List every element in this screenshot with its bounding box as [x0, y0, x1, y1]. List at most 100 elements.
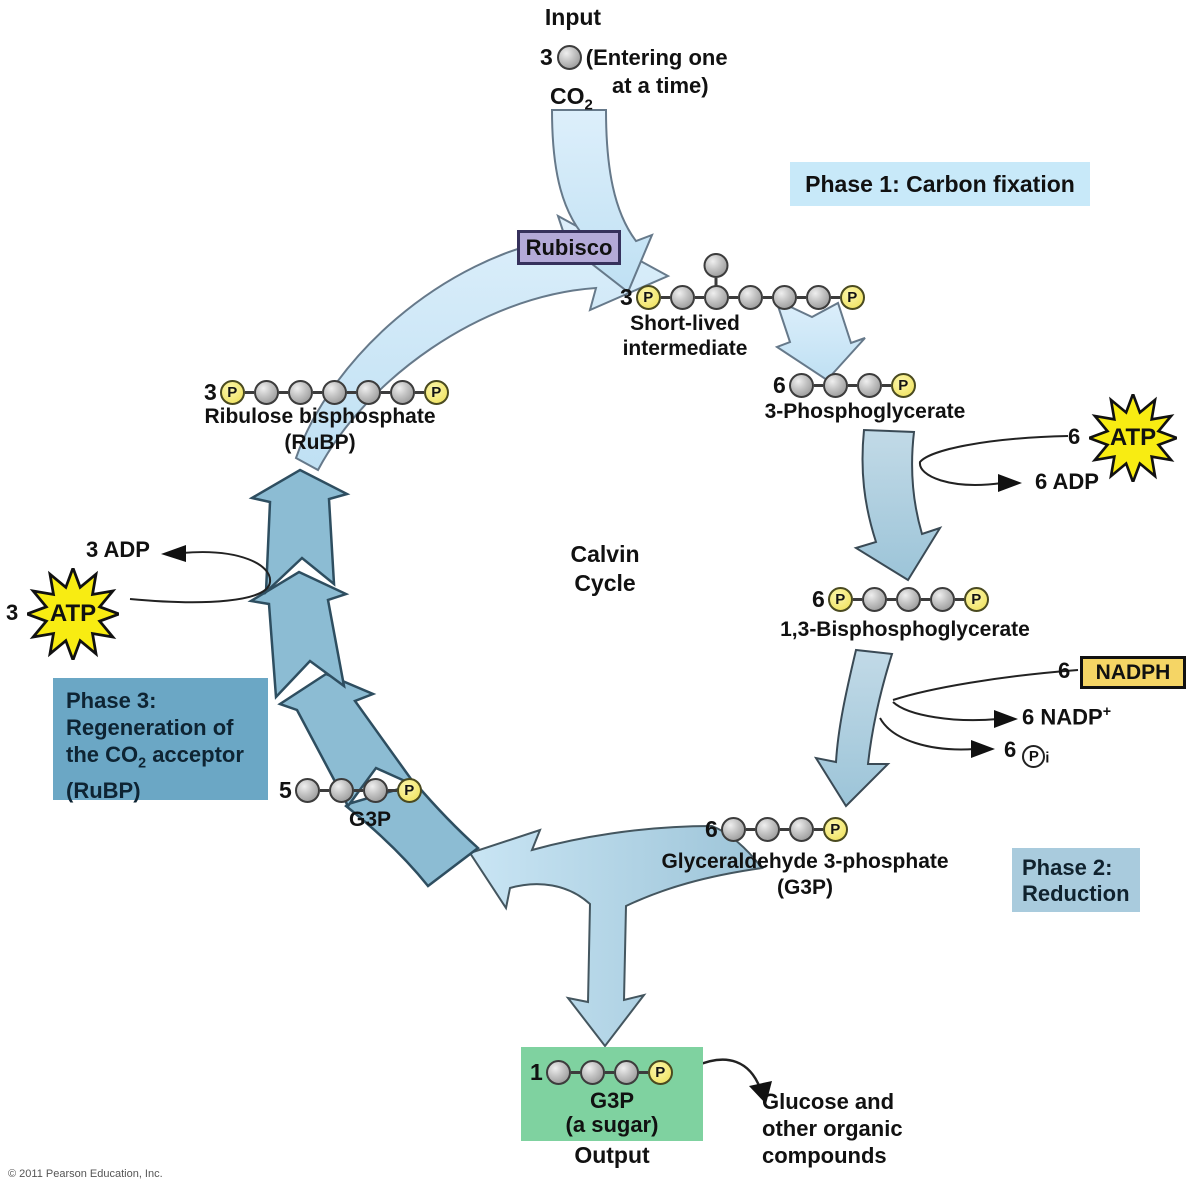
phosphate-node: P: [219, 380, 245, 405]
bottom-fork-arrow: [468, 824, 764, 1048]
rubp-label2: (RuBP): [284, 431, 356, 454]
output-g3p-label: G3P: [589, 1088, 635, 1113]
glucose-arrowhead: [749, 1081, 772, 1104]
phosphate-node: P: [827, 587, 853, 612]
nadp-curve: [892, 701, 999, 722]
bpg-label: 1,3-Bisphosphoglycerate: [780, 618, 1030, 641]
carbon-node: [788, 817, 814, 842]
carbon-node: [579, 1060, 605, 1085]
output-sugar-label: (a sugar): [565, 1112, 659, 1137]
pga-label: 3-Phosphoglycerate: [764, 400, 966, 423]
rubp-label1: Ribulose bisphosphate: [204, 405, 436, 428]
atp-loop-left-curve: [129, 551, 272, 604]
phase3-box: Phase 3: Regeneration of the CO2 accepto…: [53, 678, 268, 803]
output-to-glucose-curve: [695, 1058, 762, 1089]
carbon-node: [737, 285, 763, 310]
atp-left-label: ATP: [49, 600, 97, 627]
g3p-left-label: G3P: [348, 808, 392, 831]
co2-input-arrow: [550, 109, 654, 294]
glucose-label: Glucose and other organic compounds: [762, 1089, 903, 1168]
carbon-node: [822, 373, 848, 398]
regeneration-chevron-1: [248, 468, 351, 596]
nadph-curve: [892, 669, 1079, 701]
atp-right-label: ATP: [1109, 424, 1157, 451]
copyright-notice: © 2011 Pearson Education, Inc.: [8, 1168, 163, 1180]
g3p-right-label1: Glyceraldehyde 3-phosphate: [661, 850, 949, 873]
carbon-node: [754, 817, 780, 842]
atp-left-count: 3: [6, 600, 19, 625]
pi-curve: [879, 717, 976, 751]
nadph-count: 6: [1058, 658, 1071, 683]
nadph-box: NADPH: [1080, 656, 1186, 689]
co2-molecule-ball: [556, 45, 582, 70]
phosphate-node: P: [822, 817, 848, 842]
regeneration-chevron-tail: [344, 782, 480, 888]
atp-loop-right-curve: [918, 435, 1069, 486]
phase2-line2: Reduction: [1022, 881, 1130, 906]
phase3-line1: Phase 3:: [66, 688, 157, 713]
intermediate-to-pga-arrow: [774, 298, 866, 382]
atp-right-count: 6: [1068, 424, 1081, 449]
arc-rubp-to-intermediate-arrow: [294, 213, 671, 472]
carbon-node: [362, 778, 388, 803]
rubisco-box: Rubisco: [517, 230, 621, 265]
pga-to-bpg-arrow: [853, 428, 943, 582]
phosphate-node: P: [635, 285, 661, 310]
atp-right-starburst: ATP: [1089, 394, 1177, 482]
carbon-node: [321, 380, 347, 405]
co2-label: CO2: [550, 83, 593, 114]
carbon-node: [294, 778, 320, 803]
carbon-node: [389, 380, 415, 405]
carbon-node: [861, 587, 887, 612]
g3p-right-label2: (G3P): [776, 876, 833, 899]
pi-circle-icon: P: [1022, 745, 1046, 768]
atp-left-starburst: ATP: [27, 568, 119, 660]
carbon-node: [703, 253, 729, 310]
carbon-node: [788, 373, 814, 398]
input-note-line1: (Entering one: [585, 44, 728, 70]
carbon-node: [613, 1060, 639, 1085]
carbon-node: [328, 778, 354, 803]
adp-right-arrowhead: [998, 474, 1022, 492]
atp-star-icon: [1089, 394, 1177, 482]
co2-count: 3: [540, 44, 553, 70]
nadp-arrowhead: [994, 710, 1018, 728]
carbon-node: [253, 380, 279, 405]
carbon-node: [856, 373, 882, 398]
adp-left-label: 3 ADP: [86, 537, 150, 562]
branch-carbon-node: [703, 253, 729, 287]
bpg-to-g3p-arrow: [813, 648, 894, 808]
output-caption: Output: [574, 1142, 650, 1168]
phosphate-node: P: [396, 778, 422, 803]
carbon-node: [556, 45, 582, 70]
short-lived-label2: intermediate: [622, 337, 748, 360]
carbon-node: [669, 285, 695, 310]
phosphate-node: P: [423, 380, 449, 405]
phosphate-node: P: [839, 285, 865, 310]
carbon-node: [545, 1060, 571, 1085]
adp-right-label: 6 ADP: [1035, 469, 1099, 494]
phase1-box: Phase 1: Carbon fixation: [790, 162, 1090, 206]
carbon-node: [771, 285, 797, 310]
input-note-line2: at a time): [612, 73, 709, 98]
adp-left-arrowhead: [161, 545, 186, 562]
nadp-label: 6 NADP+: [1022, 704, 1112, 730]
pi-arrowhead: [971, 740, 995, 758]
phase2-line1: Phase 2:: [1022, 855, 1113, 880]
carbon-node: [895, 587, 921, 612]
phosphate-node: P: [963, 587, 989, 612]
carbon-node: [287, 380, 313, 405]
phase3-line3: the CO2 acceptor: [66, 742, 244, 772]
carbon-node: [355, 380, 381, 405]
carbon-node: [720, 817, 746, 842]
